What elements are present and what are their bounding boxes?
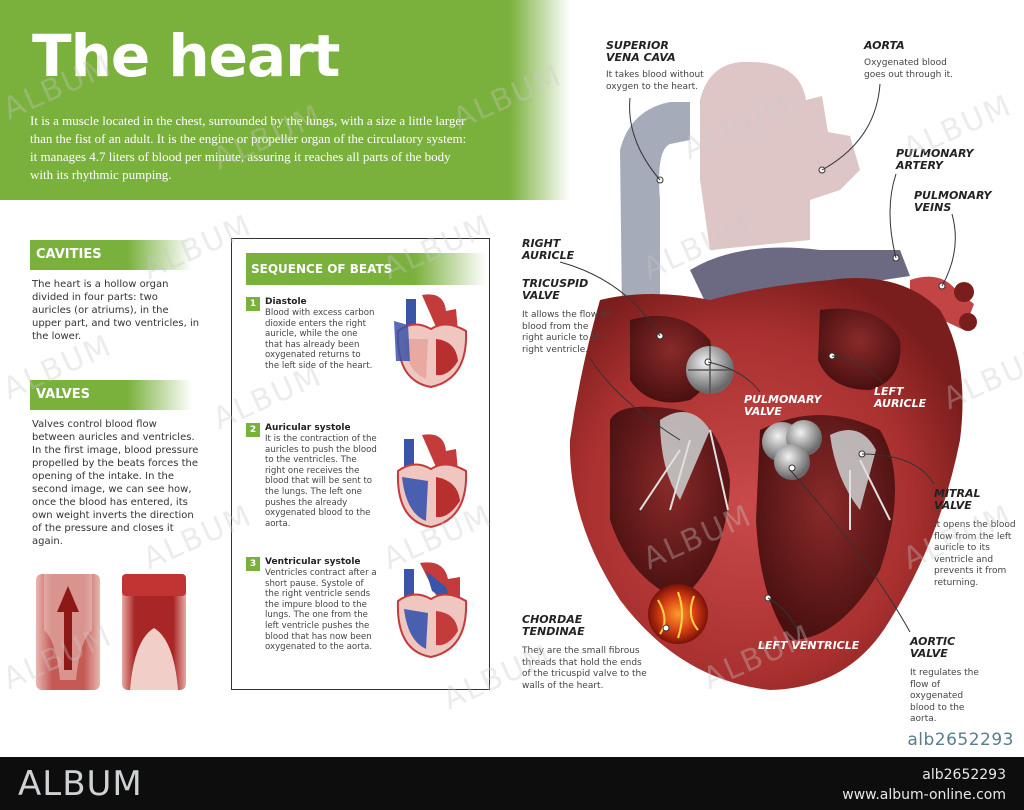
- aortic-valve-title-2: VALVE: [910, 647, 948, 660]
- pulmonary-valve-icon: [686, 346, 734, 394]
- footer-bar: [0, 757, 1024, 810]
- leader-lines: [559, 83, 956, 637]
- sequence-panel: SEQUENCE OF BEATS 1 Diastole Blood with …: [231, 238, 490, 690]
- pulmonary-valve-title-2: VALVE: [744, 405, 782, 418]
- beat-number-badge: 1: [246, 297, 260, 311]
- aortic-valve-desc: It regulates the flow of oxygenated bloo…: [910, 668, 979, 724]
- beat-title: Auricular systole: [265, 423, 351, 433]
- left-auricle-title-1: LEFT: [874, 385, 904, 398]
- aortic-valve-icon: [762, 420, 822, 480]
- valves-text: Valves control blood flow between auricl…: [32, 419, 199, 547]
- beat-number-badge: 2: [246, 423, 260, 437]
- beat-text: Ventricles contract after a short pause.…: [265, 568, 377, 653]
- aorta-title: AORTA: [864, 39, 905, 52]
- beat-item: 2 Auricular systole It is the contractio…: [246, 423, 481, 553]
- valve-open-icon: [36, 574, 100, 690]
- valve-illustrations: [36, 574, 186, 690]
- beat-title: Diastole: [265, 297, 307, 307]
- header-band: [0, 0, 510, 200]
- right-auricle-title-1: RIGHT: [522, 237, 561, 250]
- aorta-shape: [700, 61, 860, 251]
- tricuspid-valve-title-2: VALVE: [522, 289, 560, 302]
- page-title: The heart: [32, 22, 340, 90]
- pulmonary-artery-title-2: ARTERY: [896, 159, 943, 172]
- heart-illustration: [569, 61, 977, 690]
- pulmonary-valve-title-1: PULMONARY: [744, 393, 822, 406]
- chordae-tendinae-title-2: TENDINAE: [522, 625, 585, 638]
- footer-url-link[interactable]: www.album-online.com: [842, 787, 1006, 803]
- beat-text: It is the contraction of the auricles to…: [265, 434, 377, 529]
- heart-ventricular-systole-icon: [396, 562, 468, 659]
- superior-vena-cava-desc: It takes blood without oxygen to the hea…: [606, 70, 704, 92]
- cavities-heading: CAVITIES: [30, 240, 192, 270]
- tricuspid-valve-title-1: TRICUSPID: [522, 277, 589, 290]
- footer-image-id: alb2652293: [922, 767, 1006, 783]
- left-auricle-cavity: [818, 308, 901, 390]
- left-auricle-title-2: AURICLE: [874, 397, 927, 410]
- right-ventricle-cavity: [610, 406, 730, 600]
- tricuspid-valve-desc: It allows the flow of blood from the rig…: [522, 310, 610, 355]
- header-fade: [510, 0, 570, 200]
- valve-closed-icon: [122, 574, 186, 690]
- beat-title: Ventricular systole: [265, 557, 361, 567]
- pulmonary-veins-title-1: PULMONARY: [914, 189, 992, 202]
- aortic-valve-title-1: AORTIC: [910, 635, 956, 648]
- aorta-desc: Oxygenated blood goes out through it.: [864, 58, 954, 80]
- sequence-heading: SEQUENCE OF BEATS: [246, 253, 486, 285]
- heart-diastole-icon: [394, 294, 468, 389]
- heart-auricular-systole-icon: [396, 434, 468, 529]
- beat-text: Blood with excess carbon dioxide enters …: [265, 308, 375, 371]
- mitral-valve-desc: It opens the blood flow from the left au…: [934, 520, 1016, 588]
- chordae-tendinae-desc: They are the small fibrous threads that …: [522, 646, 647, 691]
- tricuspid-valve-icon: [639, 412, 729, 511]
- mitral-valve-title-2: VALVE: [934, 499, 972, 512]
- chordae-tendinae-title-1: CHORDAE: [522, 613, 583, 626]
- superior-vena-cava-title-1: SUPERIOR: [606, 39, 669, 52]
- brand-logo[interactable]: ALBUM: [18, 764, 143, 804]
- right-auricle-title-2: AURICLE: [522, 249, 575, 262]
- cavities-text: The heart is a hollow organ divided in f…: [32, 279, 200, 342]
- pulmonary-veins-title-2: VEINS: [914, 201, 952, 214]
- left-ventricle-title: LEFT VENTRICLE: [758, 639, 860, 652]
- superior-vena-cava-title-2: VENA CAVA: [606, 51, 676, 64]
- mitral-valve-title-1: MITRAL: [934, 487, 981, 500]
- image-code-label: alb2652293: [907, 730, 1014, 750]
- valves-heading: VALVES: [30, 380, 192, 410]
- mitral-valve-icon: [830, 430, 891, 530]
- superior-vena-cava-shape: [620, 102, 690, 310]
- intro-text: It is a muscle located in the chest, sur…: [30, 113, 467, 182]
- beat-number-badge: 3: [246, 557, 260, 571]
- pulmonary-artery-title-1: PULMONARY: [896, 147, 974, 160]
- beat-item: 3 Ventricular systole Ventricles contrac…: [246, 557, 481, 681]
- beat-item: 1 Diastole Blood with excess carbon diox…: [246, 294, 481, 415]
